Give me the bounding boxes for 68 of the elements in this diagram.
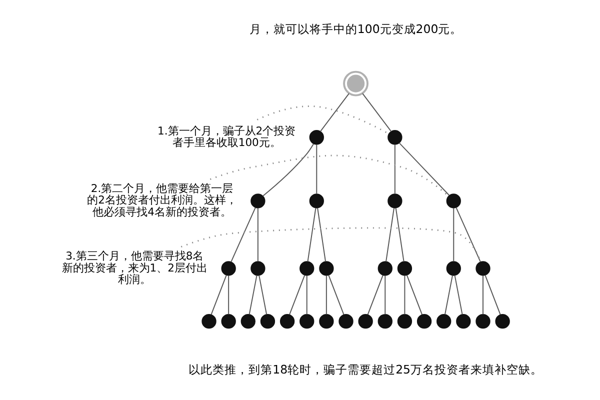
connector [385,208,394,262]
node-circle [308,194,324,208]
node-circle [387,130,402,145]
connector [454,274,462,315]
node-circle [338,314,353,329]
connector [256,208,258,262]
node-circle [250,194,265,208]
node-circle [358,314,372,329]
node-circle [279,314,294,329]
node-circle [201,314,216,329]
node-circle [475,314,490,329]
connector [230,207,256,262]
node-circle [250,261,265,276]
connector [256,106,389,135]
node-circle [342,70,368,96]
connector [328,274,344,316]
connector [398,142,450,196]
connector [319,93,349,132]
connector [444,274,452,315]
node-circle [299,261,314,276]
connector [316,208,326,262]
connector [248,274,257,315]
connector [262,143,314,197]
node-circle [260,314,275,329]
node-circle [318,314,334,329]
node-circle [318,261,334,276]
connector [384,275,386,315]
label: 月，就可以将手中的100元变成200元。 [248,22,462,36]
node-circle [387,194,402,208]
node-circle [308,130,324,145]
connector [362,93,392,132]
node-circle [220,314,236,329]
node-circle [377,314,392,329]
node-text: 3.第三个月，他需要寻找8名新的投资者，来为1、2层付出利润。 [61,249,207,286]
node-circle [436,314,451,329]
node-circle [456,314,470,329]
node-text: 1.第一个月，骗子从2个投资者手里各收取100元。 [157,124,296,149]
connector [288,274,305,316]
node-circle [240,314,255,329]
connector [325,275,326,315]
connector [394,144,395,194]
connector [209,154,448,197]
label: 以此类推，到第18轮时，骗子需要超过25万名投资者来填补空缺。 [188,362,542,376]
connector [394,208,404,262]
node-circle [377,261,392,276]
node-text: 2.第二个月，他需要给第一层的2名投资者付出利润。这样，他必须寻找4名新的投资者。 [86,182,236,218]
node-circle [446,194,460,208]
node-circle [396,261,412,276]
connector [404,275,405,315]
connector [210,274,226,316]
node-circle [494,314,510,329]
node-circle [416,314,432,329]
connector [482,275,483,315]
node-circle [475,261,490,276]
connector [452,208,454,262]
node-circle [396,314,412,329]
connector [316,144,317,194]
connector [406,274,422,316]
node-circle [446,261,460,276]
connector [455,207,480,262]
connector [306,208,316,262]
connector [258,274,267,315]
connector [306,275,307,315]
node-circle [299,314,314,329]
connector [484,274,500,316]
node-circle [220,261,236,276]
connector [228,275,229,315]
connector [366,274,383,316]
